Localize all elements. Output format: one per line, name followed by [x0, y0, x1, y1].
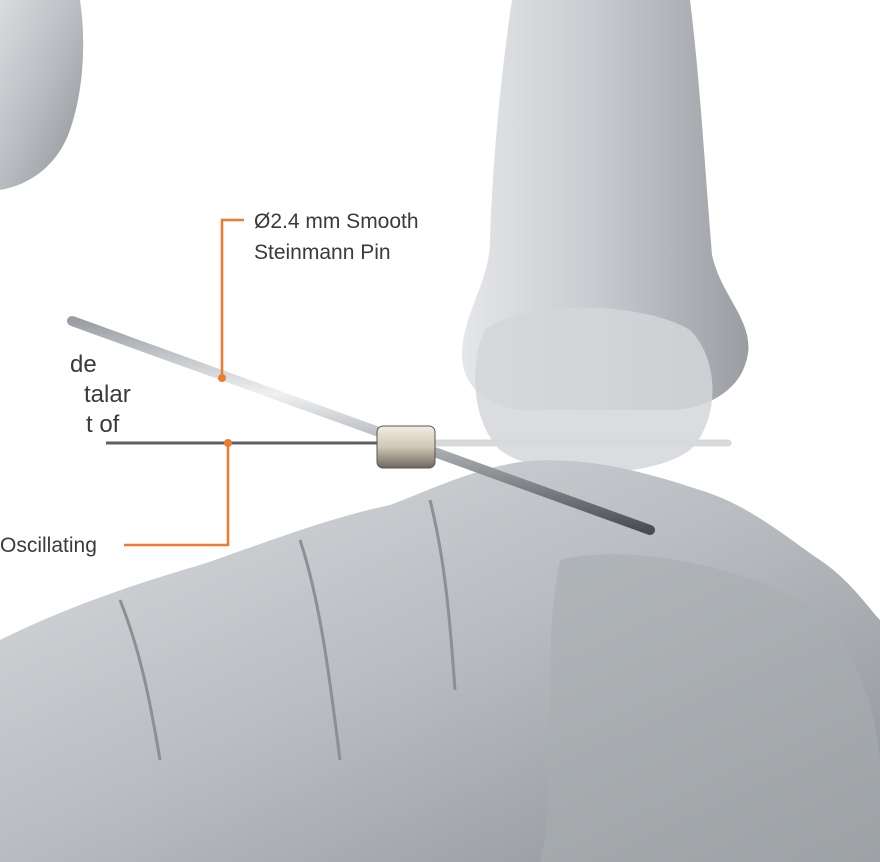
pin-callout-line — [222, 220, 244, 378]
saw-callout-line — [124, 443, 228, 545]
pin-callout-dot — [218, 374, 226, 382]
talus-bone — [475, 308, 712, 473]
saw-callout-dot — [224, 439, 232, 447]
partial-text-line2: talar — [84, 382, 131, 408]
partial-text-line3: t of — [86, 412, 119, 438]
fibula-bone — [0, 0, 83, 190]
saw-label: Oscillating — [0, 533, 97, 559]
partial-text-line1: de — [70, 352, 97, 378]
guide-block — [377, 426, 435, 468]
pin-label-line2: Steinmann Pin — [254, 240, 391, 266]
pin-label-line1: Ø2.4 mm Smooth — [254, 209, 419, 235]
